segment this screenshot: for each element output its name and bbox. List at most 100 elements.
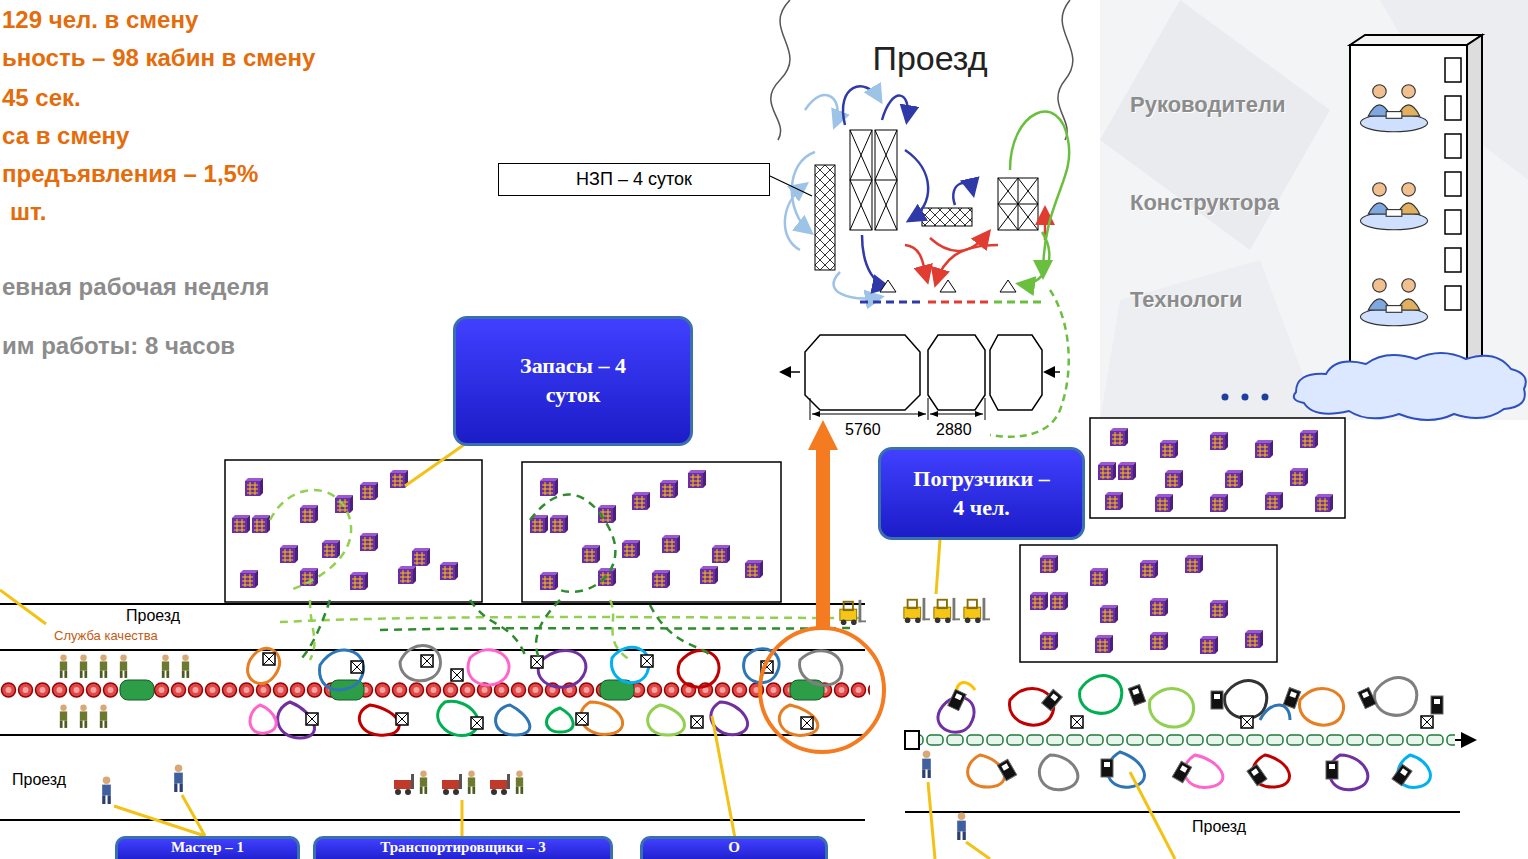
second-line xyxy=(1225,681,1267,719)
layout-sketch xyxy=(1020,232,1049,284)
warehouse xyxy=(1098,462,1116,480)
callout-text: Мастер – 1 xyxy=(171,839,244,856)
second-line xyxy=(905,733,1455,747)
wip-box: НЗП – 4 суток xyxy=(498,163,770,196)
label-holder: 5760 xyxy=(845,421,881,439)
assembly-line xyxy=(711,702,748,735)
warehouse xyxy=(1150,632,1168,650)
assembly-line xyxy=(790,680,824,700)
second-line xyxy=(905,676,1473,840)
leader-line xyxy=(966,842,990,859)
layout-sketch xyxy=(1046,371,1060,373)
warehouse xyxy=(1165,470,1183,488)
layout-sketch xyxy=(953,183,973,205)
second-line xyxy=(1042,689,1063,711)
second-line xyxy=(968,755,1005,787)
layout-sketch xyxy=(812,413,983,414)
label-holder: Конструктора xyxy=(1130,189,1279,217)
assembly-line xyxy=(320,650,364,690)
warehouse xyxy=(700,566,718,584)
callout-box: О xyxy=(640,836,828,859)
warehouse xyxy=(1265,492,1283,510)
office-building xyxy=(1445,58,1461,310)
layout-sketch xyxy=(998,178,1038,230)
second-line xyxy=(905,811,1460,813)
second-line xyxy=(922,751,931,778)
assembly-line xyxy=(471,717,483,729)
label-holder: Проезд xyxy=(1192,818,1246,836)
second-line xyxy=(1149,689,1193,728)
leader-line xyxy=(182,795,205,836)
layout-sketch xyxy=(922,208,972,226)
office-building xyxy=(1242,394,1249,401)
office-building xyxy=(1360,183,1427,230)
leader-line xyxy=(405,444,465,486)
warehouse xyxy=(1090,418,1345,518)
office-building xyxy=(1262,394,1269,401)
assembly-line xyxy=(0,490,990,820)
assembly-line xyxy=(248,646,842,738)
assembly-line xyxy=(120,680,154,700)
warehouse xyxy=(660,480,678,498)
assembly-line xyxy=(60,655,67,678)
warehouse xyxy=(1315,494,1333,512)
assembly-line xyxy=(530,495,615,592)
second-line xyxy=(1421,716,1433,728)
layout-sketch xyxy=(930,233,988,251)
stat-line: са в смену xyxy=(2,122,129,150)
schedule-line: евная рабочая неделя xyxy=(2,273,269,301)
office-building xyxy=(1350,35,1482,45)
leader-line xyxy=(1130,772,1175,859)
assembly-line xyxy=(496,705,530,735)
warehouse xyxy=(412,548,430,566)
assembly-line xyxy=(380,628,850,630)
assembly-line xyxy=(270,490,351,590)
area-title: Проезд xyxy=(872,39,987,78)
callout-text: Транспортировщики – 3 xyxy=(380,839,546,856)
assembly-line xyxy=(400,646,440,681)
second-line xyxy=(948,689,966,710)
box-label: НЗП – 4 суток xyxy=(576,169,692,190)
layout-sketch xyxy=(875,130,897,230)
driveway-outline xyxy=(771,0,790,140)
office-building xyxy=(1294,353,1526,420)
assembly-line xyxy=(0,680,870,700)
dimension: 5760 xyxy=(845,421,881,439)
assembly-line xyxy=(420,771,427,794)
warehouse xyxy=(252,515,270,533)
layout-sketch xyxy=(850,130,872,230)
assembly-line xyxy=(396,713,408,725)
layout-sketch xyxy=(928,335,985,410)
second-line xyxy=(1299,688,1343,725)
assembly-line xyxy=(0,604,865,820)
assembly-line xyxy=(641,655,653,667)
leader-line xyxy=(712,716,735,838)
assembly-line xyxy=(394,774,414,795)
second-line xyxy=(1392,764,1412,786)
office-building xyxy=(1445,248,1461,272)
background-panel xyxy=(1100,0,1330,250)
warehouse xyxy=(232,515,250,533)
warehouse xyxy=(225,460,482,602)
assembly-line xyxy=(100,655,107,678)
warehouse xyxy=(1110,428,1128,446)
office-building xyxy=(1445,58,1461,82)
second-line xyxy=(905,731,919,749)
warehouse xyxy=(360,533,378,551)
assembly-line xyxy=(310,600,314,660)
office-building xyxy=(1222,394,1229,401)
leader-line xyxy=(936,540,940,594)
second-line xyxy=(1039,755,1077,790)
warehouse xyxy=(1150,598,1168,616)
assembly-line xyxy=(934,598,960,623)
second-line xyxy=(938,676,1430,790)
callout-text: Запасы – 4 суток xyxy=(493,352,653,409)
warehouse xyxy=(1160,440,1178,458)
staff-label: Конструктора xyxy=(1130,189,1279,217)
layout-sketch xyxy=(843,86,880,125)
label-holder: са в смену xyxy=(2,122,129,150)
warehouse xyxy=(360,482,378,500)
leader-line xyxy=(461,800,464,836)
warehouse xyxy=(1020,545,1277,662)
